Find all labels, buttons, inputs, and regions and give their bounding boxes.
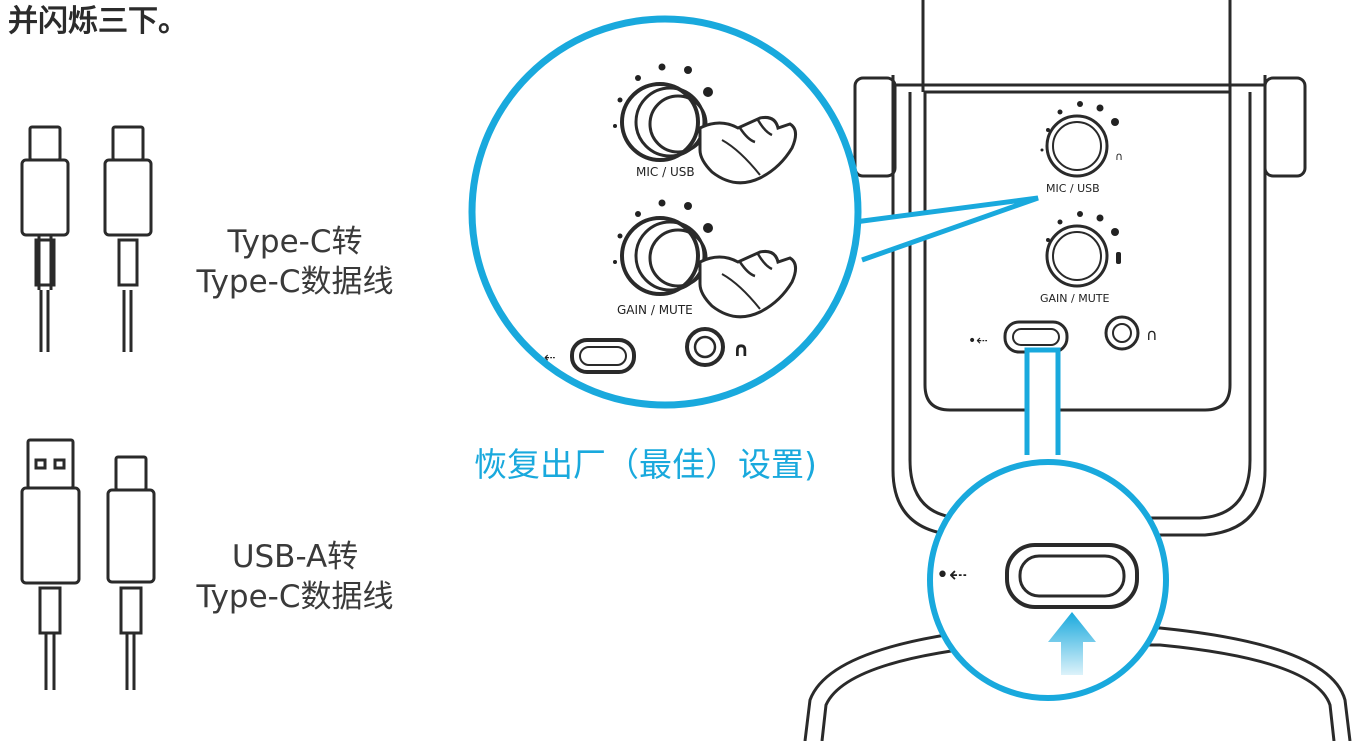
cable-label-line2: Type-C数据线 [196,579,394,615]
usb-port-zoom-callout: •⇠ [927,347,1169,701]
mic-usb-knob: ∩ [1040,101,1123,178]
headphone-icon: ∩ [1115,150,1123,163]
zoom-gain-mute-label: GAIN / MUTE [617,303,693,317]
cable-label-usb-a-to-type-c: USB-A转 Type-C数据线 [170,537,420,617]
gain-mute-knob [1045,211,1121,288]
usb-a-cable-icon [20,438,156,690]
mic-usb-label: MIC / USB [1046,182,1100,195]
factory-reset-label: 恢复出厂（最佳）设置) [474,445,817,484]
headphone-jack-small: ∩ [1104,315,1158,351]
instruction-heading: 并闪烁三下。 [8,4,188,39]
cable-label-type-c-to-type-c: Type-C转 Type-C数据线 [170,222,420,302]
headphone-icon: ∩ [733,337,749,361]
svg-text:∩: ∩ [1146,325,1158,344]
svg-text:•⇠: •⇠ [968,333,988,349]
big-mic-usb-knob [613,63,797,185]
usb-port-small: •⇠ [968,320,1069,354]
cable-label-line1: Type-C转 [227,224,363,260]
usb-symbol-icon: ⇠ [544,350,556,366]
microphone-body [853,0,1307,537]
cable-label-line2: Type-C数据线 [196,264,394,300]
usb-symbol-icon: •⇠ [936,563,967,588]
big-gain-mute-knob [613,199,797,319]
up-arrow-icon [1048,612,1096,675]
type-c-cable-icon [20,125,153,352]
cable-label-line1: USB-A转 [231,539,359,575]
knob-zoom-callout: MIC / USB GAIN / MUTE ⇠ ∩ [468,15,1039,409]
zoom-mic-usb-label: MIC / USB [636,165,695,179]
gain-mute-label: GAIN / MUTE [1040,292,1109,305]
